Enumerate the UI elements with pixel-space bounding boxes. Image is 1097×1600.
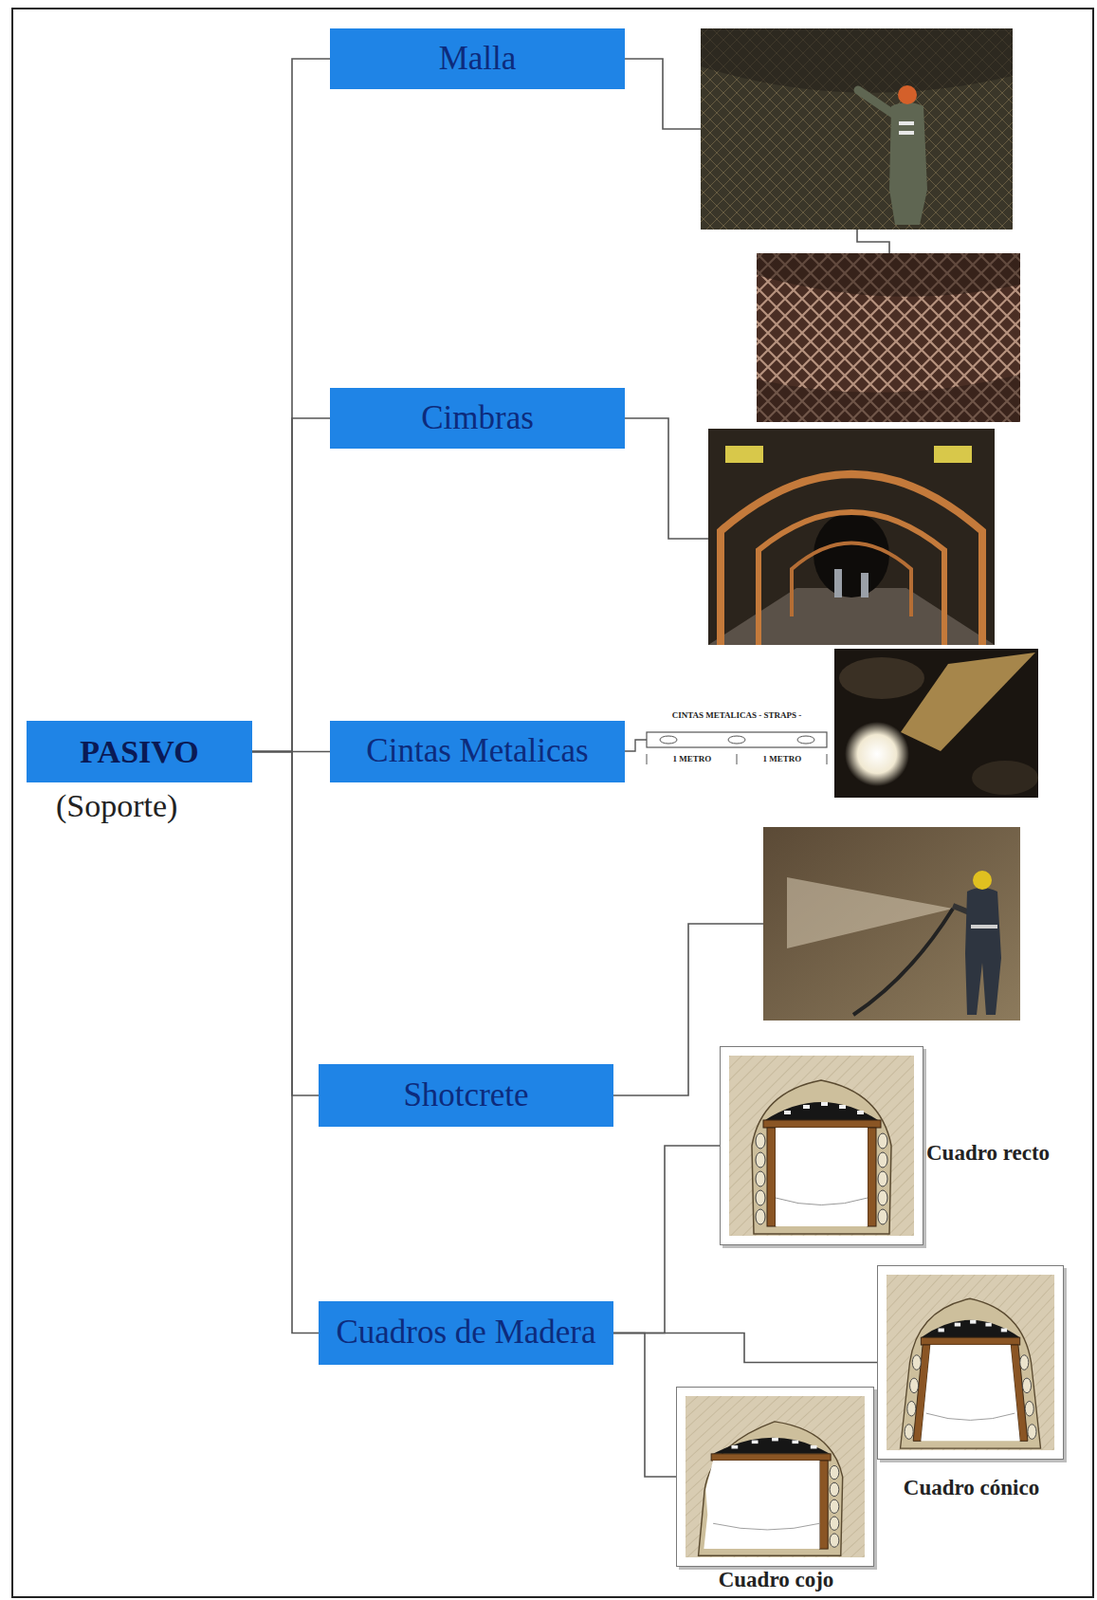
straight-timber-set <box>729 1055 915 1236</box>
photo-ground <box>834 648 1039 798</box>
worker-body <box>889 102 928 225</box>
picture-shadow <box>879 1267 1067 1463</box>
process-box: Cintas Metalicas <box>329 720 625 783</box>
cimbras-photo <box>708 428 995 645</box>
lamp-glow <box>844 721 910 787</box>
process-box: Malla <box>329 28 625 90</box>
worker-body <box>965 887 1002 1015</box>
strap-hole <box>659 735 677 744</box>
picture-frame <box>877 1264 1064 1460</box>
picture-caption: Cuadro cojo <box>676 1567 876 1591</box>
picture-frame <box>676 1386 875 1567</box>
box-label: Shotcrete <box>402 1077 529 1115</box>
worker-helmet <box>972 870 992 890</box>
rock-shadow <box>700 28 1013 93</box>
conical-timber-set <box>886 1274 1055 1450</box>
leader-line <box>624 739 647 751</box>
picture-frame <box>719 1045 924 1245</box>
spray-cone <box>786 877 953 949</box>
leader-line <box>624 58 701 129</box>
drawing-note: 1 METRO <box>654 754 731 765</box>
shotcrete-photo <box>763 826 1021 1021</box>
steel-arch <box>720 474 983 645</box>
box-label: Cintas Metalicas <box>365 732 588 770</box>
leader-line <box>624 418 709 539</box>
tree-connector <box>252 751 319 1334</box>
strap-drawing <box>646 731 827 765</box>
photo-ground <box>763 826 1021 1021</box>
box-label: Cuadros de Madera <box>335 1314 596 1352</box>
tree-connector <box>613 1333 878 1363</box>
tunnel-depth <box>813 511 890 598</box>
timber-set-picture <box>877 1264 1067 1463</box>
rock <box>839 657 925 699</box>
picture-shadow <box>722 1048 927 1248</box>
box-label: Cimbras <box>420 400 534 438</box>
tree-connector <box>252 58 330 752</box>
picture-box: Cuadro recto <box>719 1045 924 1245</box>
rock-shadow <box>756 374 1021 422</box>
picture-shadow <box>678 1389 878 1570</box>
photo-ground <box>700 28 1013 230</box>
drawing-note: CINTAS METALICAS - STRAPS - <box>646 711 827 721</box>
sign <box>933 445 972 463</box>
malla-photo <box>700 28 1013 230</box>
leader-line <box>857 229 890 254</box>
reflective-strip <box>970 924 998 929</box>
sign <box>725 445 764 463</box>
picture-caption: Cuadro cónico <box>877 1475 1065 1500</box>
timber-set-picture <box>676 1386 878 1570</box>
box-label: Malla <box>438 40 517 78</box>
strap-hole <box>728 735 746 744</box>
hose <box>853 908 953 1015</box>
picture-box: Cuadro cojo <box>676 1386 875 1567</box>
tree-connector <box>613 1333 677 1478</box>
dimension-tick <box>646 753 827 765</box>
worker-arm <box>858 90 894 114</box>
picture-caption: Cuadro recto <box>926 1140 1050 1165</box>
page-frame <box>12 8 1094 1597</box>
rock <box>971 760 1039 795</box>
worker-helmet <box>897 85 917 105</box>
steel-arch <box>791 543 912 618</box>
photo-ground <box>708 428 995 645</box>
rock-shadow <box>756 253 1021 297</box>
worker <box>860 572 869 598</box>
metal-strap <box>900 652 1036 751</box>
process-box: PASIVO(Soporte) <box>26 720 253 783</box>
reflective-strip <box>898 130 915 135</box>
drawing-note: 1 METRO <box>744 754 821 765</box>
wire-mesh <box>756 253 1021 422</box>
tree-connector <box>252 751 319 1097</box>
picture-box: Cuadro cónico <box>877 1264 1064 1460</box>
strap-hole <box>797 735 815 744</box>
process-box: Cuadros de Madera <box>318 1300 614 1365</box>
steel-arch <box>758 511 945 645</box>
box-subtitle: (Soporte) <box>55 787 178 823</box>
malla-photo <box>756 253 1021 422</box>
box-label: PASIVO <box>79 733 199 769</box>
cintas-photo <box>834 648 1039 798</box>
tree-connector <box>252 418 330 752</box>
tree-connector <box>613 1145 720 1334</box>
photo-ground <box>756 253 1021 422</box>
timber-set-picture <box>719 1045 927 1248</box>
reflective-strip <box>898 121 915 126</box>
worker <box>834 568 842 598</box>
process-box: Shotcrete <box>318 1063 614 1127</box>
process-box: Cimbras <box>329 387 625 449</box>
lame-timber-set <box>685 1395 865 1557</box>
wire-mesh <box>700 28 1013 230</box>
strap <box>646 731 827 748</box>
